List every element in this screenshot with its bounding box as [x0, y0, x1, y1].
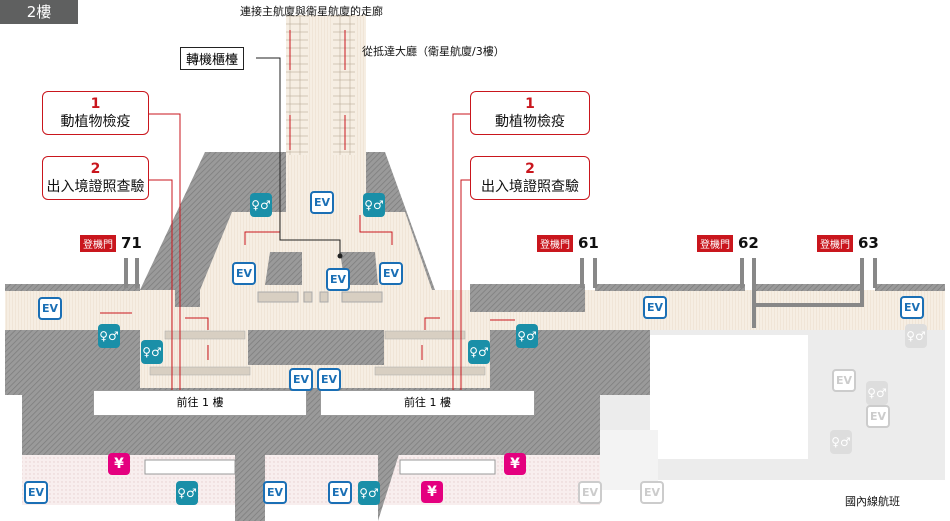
elevator-icon[interactable]: EV: [328, 481, 352, 504]
gate-61[interactable]: 登機門 61: [537, 234, 599, 252]
elevator-icon[interactable]: EV: [326, 268, 350, 291]
gate-number: 61: [578, 234, 599, 252]
gate-word: 登機門: [80, 234, 116, 252]
currency-exchange-icon[interactable]: ¥: [504, 453, 526, 475]
gate-62[interactable]: 登機門 62: [697, 234, 759, 252]
elevator-icon: EV: [578, 481, 602, 504]
step-number: 1: [90, 96, 101, 112]
elevator-icon: EV: [866, 405, 890, 428]
gate-word: 登機門: [697, 234, 733, 252]
from-arrival-label: 從抵達大廳（衛星航廈/3樓）: [362, 45, 505, 58]
restroom-icon: ♀♂: [866, 381, 888, 405]
immigration-label-right: 2 出入境證照查驗: [470, 156, 590, 200]
restroom-icon: ♀♂: [468, 340, 490, 364]
elevator-icon[interactable]: EV: [643, 296, 667, 319]
restroom-icon: ♀♂: [250, 193, 272, 217]
restroom-icon: ♀♂: [141, 340, 163, 364]
step-label: 動植物檢疫: [495, 114, 565, 130]
transfer-counter-label: 轉機櫃檯: [180, 47, 245, 70]
gate-word: 登機門: [817, 234, 853, 252]
gate-63[interactable]: 登機門 63: [817, 234, 879, 252]
step-number: 2: [90, 161, 101, 177]
currency-exchange-icon[interactable]: ¥: [108, 453, 130, 475]
gate-number: 63: [858, 234, 879, 252]
restroom-icon: ♀♂: [358, 481, 380, 505]
gate-71[interactable]: 登機門 71: [80, 234, 142, 252]
elevator-icon[interactable]: EV: [379, 262, 403, 285]
elevator-icon[interactable]: EV: [232, 262, 256, 285]
to-1f-left[interactable]: 前往 1 樓: [93, 390, 307, 416]
to-1f-right[interactable]: 前往 1 樓: [320, 390, 535, 416]
restroom-icon: ♀♂: [98, 324, 120, 348]
step-label: 出入境證照查驗: [46, 179, 145, 195]
elevator-icon: EV: [640, 481, 664, 504]
elevator-icon: EV: [832, 369, 856, 392]
restroom-icon: ♀♂: [905, 324, 927, 348]
immigration-label-left: 2 出入境證照查驗: [42, 156, 149, 200]
elevator-icon[interactable]: EV: [24, 481, 48, 504]
step-label: 出入境證照查驗: [481, 179, 579, 195]
elevator-icon[interactable]: EV: [310, 191, 334, 214]
step-number: 2: [525, 161, 535, 177]
floor-label: 2樓: [0, 0, 78, 24]
step-label: 動植物檢疫: [60, 114, 131, 130]
currency-exchange-icon[interactable]: ¥: [421, 481, 443, 503]
step-number: 1: [525, 96, 535, 112]
gate-number: 62: [738, 234, 759, 252]
corridor-label: 連接主航廈與衛星航廈的走廊: [240, 5, 383, 18]
gate-word: 登機門: [537, 234, 573, 252]
domestic-label: 國內線航班: [845, 495, 900, 508]
elevator-icon[interactable]: EV: [317, 368, 341, 391]
quarantine-label-left: 1 動植物檢疫: [42, 91, 149, 135]
elevator-icon[interactable]: EV: [263, 481, 287, 504]
elevator-icon[interactable]: EV: [38, 297, 62, 320]
gate-number: 71: [121, 234, 142, 252]
restroom-icon: ♀♂: [516, 324, 538, 348]
restroom-icon: ♀♂: [176, 481, 198, 505]
elevator-icon[interactable]: EV: [900, 296, 924, 319]
elevator-icon[interactable]: EV: [289, 368, 313, 391]
restroom-icon: ♀♂: [830, 430, 852, 454]
quarantine-label-right: 1 動植物檢疫: [470, 91, 590, 135]
restroom-icon: ♀♂: [363, 193, 385, 217]
